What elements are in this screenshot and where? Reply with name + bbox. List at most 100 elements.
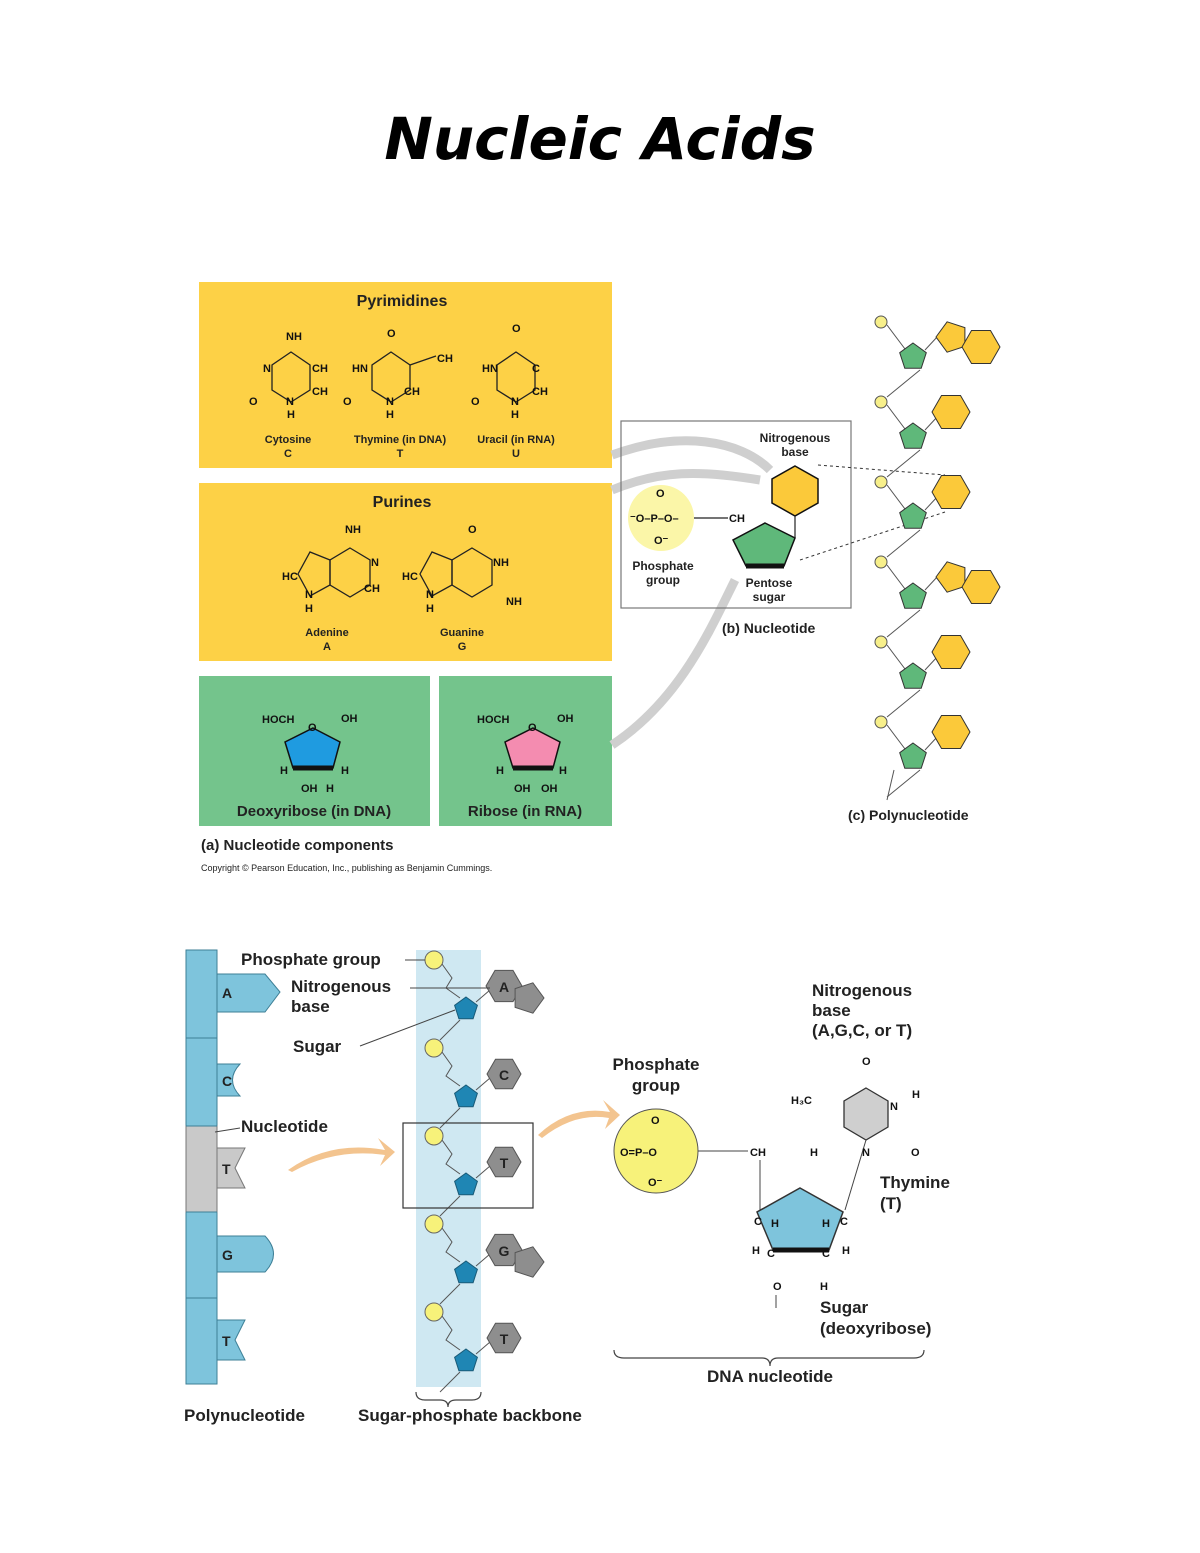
chain-base-pyrimidine <box>931 475 971 509</box>
svg-text:OH: OH <box>514 783 531 795</box>
detail-thymine-shape <box>843 1087 889 1141</box>
strand-base-t <box>216 1147 246 1189</box>
svg-text:O: O <box>862 1056 871 1068</box>
chain-base-pyrimidine <box>931 715 971 749</box>
svg-text:OH: OH <box>301 783 318 795</box>
svg-text:H: H <box>559 765 567 777</box>
svg-text:OH: OH <box>541 783 558 795</box>
chain-phosphate <box>874 715 888 729</box>
backbone-letter: G <box>499 1243 510 1259</box>
arrow-sugar-to-nucleotide <box>609 577 740 749</box>
panel-c-caption: (c) Polynucleotide <box>848 807 969 823</box>
svg-text:HN: HN <box>482 363 498 375</box>
svg-text:NH: NH <box>345 524 361 536</box>
detail-thymine-label-2: (T) <box>880 1194 902 1213</box>
strand-base-t <box>216 1319 246 1361</box>
strand-letter: C <box>222 1073 232 1089</box>
backbone-base-c <box>486 1058 522 1090</box>
svg-text:CH: CH <box>364 583 380 595</box>
chain-sugar <box>899 742 927 769</box>
svg-text:H: H <box>341 765 349 777</box>
dna-nucleotide-label: DNA nucleotide <box>707 1367 833 1386</box>
svg-text:N: N <box>286 396 294 408</box>
svg-text:N: N <box>386 396 394 408</box>
svg-text:C: C <box>767 1248 775 1260</box>
backbone-sugar <box>454 1084 478 1108</box>
svg-text:N: N <box>305 589 313 601</box>
svg-text:N: N <box>371 557 379 569</box>
adenine-letter: A <box>323 641 331 653</box>
chain-base-purine <box>935 561 966 593</box>
pentose-sugar-label-2: sugar <box>753 590 786 604</box>
backbone-letter: A <box>499 979 509 995</box>
svg-text:N: N <box>862 1147 870 1159</box>
uracil-structure <box>496 351 536 403</box>
arrow-bases-to-nucleotide <box>610 436 774 474</box>
thymine-letter: T <box>397 448 404 460</box>
svg-text:CH: CH <box>437 353 453 365</box>
svg-text:C: C <box>532 363 540 375</box>
svg-text:HOCH: HOCH <box>262 714 294 726</box>
cytosine-letter: C <box>284 448 292 460</box>
svg-text:H: H <box>386 409 394 421</box>
svg-text:O=P–O: O=P–O <box>620 1147 657 1159</box>
svg-text:CH: CH <box>532 386 548 398</box>
chain-phosphate <box>874 555 888 569</box>
svg-text:H: H <box>822 1218 830 1230</box>
svg-text:HN: HN <box>352 363 368 375</box>
svg-text:NH: NH <box>493 557 509 569</box>
svg-text:O: O <box>249 396 258 408</box>
svg-text:O: O <box>471 396 480 408</box>
svg-text:⁻O–P–O–: ⁻O–P–O– <box>630 513 679 525</box>
strand-letter: A <box>222 985 232 1001</box>
detail-phosphate-label-2: group <box>632 1076 680 1095</box>
pyrimidines-heading: Pyrimidines <box>357 293 448 310</box>
backbone-brace <box>415 1391 482 1408</box>
svg-text:N: N <box>426 589 434 601</box>
svg-text:H: H <box>820 1281 828 1293</box>
nitrogenous-base-label-2: base <box>781 445 809 459</box>
svg-text:O: O <box>387 328 396 340</box>
svg-text:N: N <box>263 363 271 375</box>
svg-text:HC: HC <box>402 571 418 583</box>
svg-text:HOCH: HOCH <box>477 714 509 726</box>
ribose-structure <box>504 727 561 771</box>
label-nucleotide: Nucleotide <box>241 1117 328 1136</box>
chain-phosphate <box>874 315 888 329</box>
guanine-letter: G <box>458 641 467 653</box>
arrow-backbone-to-detail <box>538 1100 620 1138</box>
svg-text:H: H <box>305 603 313 615</box>
backbone-phosphate <box>424 1038 444 1058</box>
svg-text:OH: OH <box>557 713 574 725</box>
chain-phosphate <box>874 635 888 649</box>
backbone-base-t <box>486 1322 522 1354</box>
svg-text:O⁻: O⁻ <box>648 1177 663 1189</box>
svg-text:CH: CH <box>729 513 745 525</box>
svg-text:NH: NH <box>286 331 302 343</box>
svg-text:O: O <box>308 722 317 734</box>
backbone-sugar <box>454 1260 478 1284</box>
svg-text:CH: CH <box>404 386 420 398</box>
svg-text:H: H <box>326 783 334 795</box>
svg-text:HC: HC <box>282 571 298 583</box>
strand-base-a <box>216 973 281 1013</box>
label-nitrogenous-base-1: Nitrogenous <box>291 977 391 996</box>
purines-panel <box>199 483 612 661</box>
detail-base-label-3: (A,G,C, or T) <box>812 1021 912 1040</box>
uracil-letter: U <box>512 448 520 460</box>
label-sugar: Sugar <box>293 1037 342 1056</box>
strand-letter: T <box>222 1161 231 1177</box>
chain-base-purine-ring <box>961 570 1001 604</box>
backbone-phosphate <box>424 1214 444 1234</box>
backbone-base-a <box>485 969 523 1003</box>
svg-text:O: O <box>343 396 352 408</box>
strand-letter: G <box>222 1247 233 1263</box>
svg-text:NH: NH <box>506 596 522 608</box>
svg-text:N: N <box>511 396 519 408</box>
nucleotide-highlight-box <box>402 1122 534 1209</box>
backbone-phosphate <box>424 1302 444 1322</box>
phosphate-group-label-2: group <box>646 573 680 587</box>
